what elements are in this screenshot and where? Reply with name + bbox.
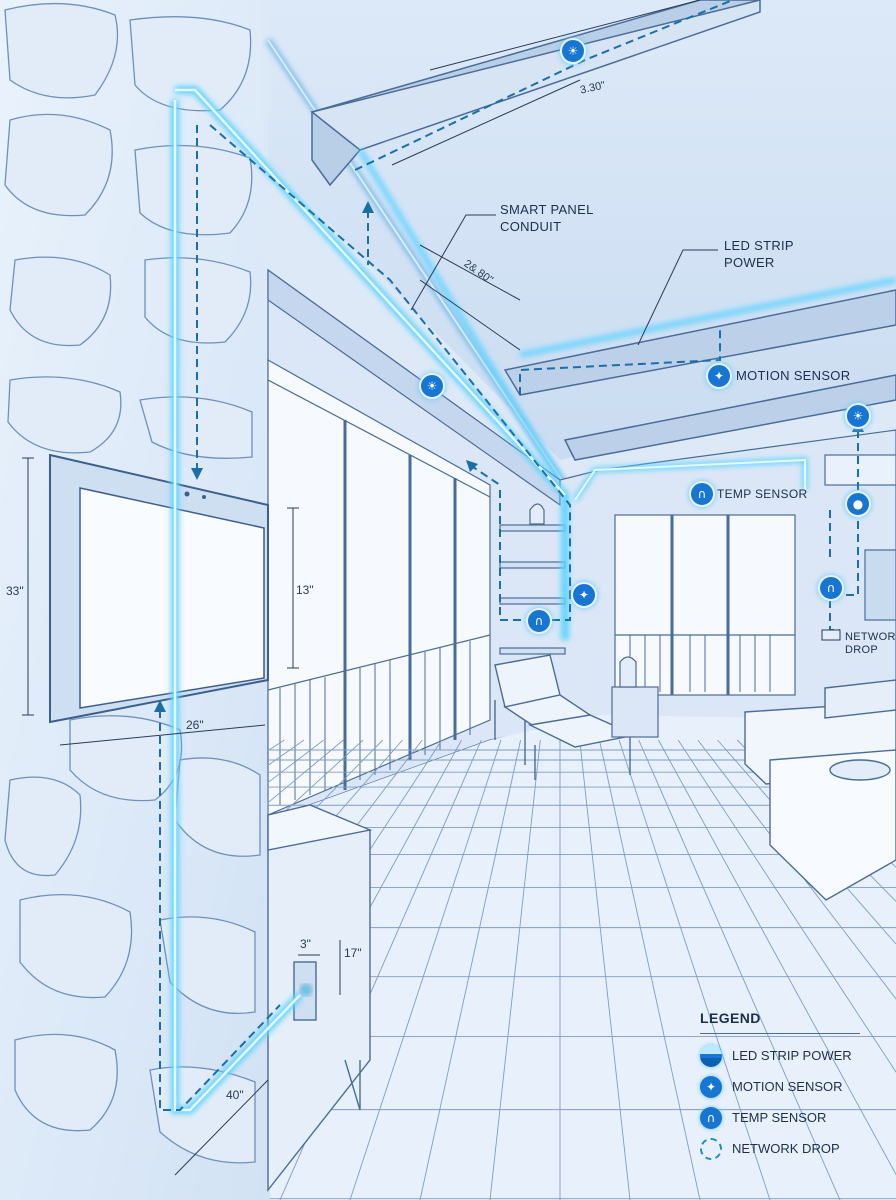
running-person-icon: ✦ — [571, 582, 597, 608]
motion-sensor-label: MOTION SENSOR — [736, 368, 851, 383]
floor-tile-line — [618, 739, 771, 1200]
legend-item-network-drop: NETWORK DROP — [700, 1133, 860, 1164]
legend-item-label: LED STRIP POWER — [732, 1048, 852, 1063]
thermometer-icon: ∩ — [689, 481, 715, 507]
stone-column — [0, 0, 270, 1200]
left-window-wall — [267, 358, 491, 816]
running-person-icon: ✦ — [700, 1075, 722, 1098]
wall-shelves — [499, 503, 566, 655]
floor-tile-line — [638, 739, 841, 1200]
dimension-panel-height: 33" — [6, 584, 24, 598]
legend-item-label: TEMP SENSOR — [732, 1110, 827, 1125]
legend-item-label: NETWORK DROP — [732, 1141, 840, 1156]
legend-item-temp-sensor: ∩ TEMP SENSOR — [700, 1102, 860, 1133]
legend: LEGEND LED STRIP POWER ✦ MOTION SENSOR ∩… — [700, 1010, 860, 1164]
led-strip-icon: ☀ — [560, 38, 586, 64]
microphone-icon: ● — [845, 491, 871, 517]
temp-sensor-label: TEMP SENSOR — [717, 487, 808, 501]
dimension-panel-width: 26" — [186, 718, 204, 732]
legend-item-motion-sensor: ✦ MOTION SENSOR — [700, 1071, 860, 1102]
floor-tile-line — [598, 739, 701, 1200]
dashed-circle-icon — [700, 1137, 722, 1160]
armchair — [494, 654, 638, 780]
network-drop-boxes — [821, 629, 841, 641]
floor-tile-line — [658, 739, 896, 1176]
network-drop-line1: NETWORK — [845, 631, 896, 643]
route-arrows — [154, 201, 864, 712]
legend-item-led-strip: LED STRIP POWER — [700, 1040, 860, 1071]
led-strip-icon — [700, 1044, 722, 1067]
legend-title: LEGEND — [700, 1010, 860, 1034]
back-window — [614, 454, 896, 696]
floor-tile-line — [677, 739, 896, 1073]
thermometer-icon: ∩ — [818, 575, 844, 601]
dimension-box-height: 17" — [344, 946, 362, 960]
dimension-box-width: 3" — [300, 937, 311, 951]
callout-leaders — [410, 0, 718, 351]
led-strip-icon: ☀ — [845, 403, 871, 429]
network-drop-line2: DROP — [845, 644, 878, 656]
floor-tile-line — [697, 739, 896, 1000]
legend-item-label: MOTION SENSOR — [732, 1079, 843, 1094]
dimension-lines — [22, 79, 581, 1176]
led-strip-power-line1: LED STRIP — [724, 238, 794, 253]
thermometer-icon: ∩ — [700, 1106, 722, 1129]
network-drop-label: NETWORK DROP — [845, 631, 896, 657]
led-strip-power-line2: POWER — [724, 255, 775, 270]
smart-panel-conduit-line1: SMART PANEL — [500, 202, 594, 217]
floor-tile-line — [419, 739, 522, 1200]
smart-panel-conduit-line2: CONDUIT — [500, 219, 562, 234]
led-strip-power-label: LED STRIP POWER — [724, 237, 794, 271]
smart-panel-conduit — [171, 86, 808, 1114]
smart-panel-conduit-label: SMART PANEL CONDUIT — [500, 201, 594, 235]
ceiling-beams — [310, 0, 896, 482]
floor-tile-line — [349, 739, 502, 1200]
coffee-table — [769, 749, 896, 901]
running-person-icon: ✦ — [706, 363, 732, 389]
thermometer-icon: ∩ — [526, 608, 552, 634]
console-cabinet — [267, 804, 373, 1193]
led-strip-icon: ☀ — [419, 373, 445, 399]
side-table — [611, 656, 659, 738]
floor-tile-line — [579, 739, 631, 1200]
floor-tile-line — [489, 739, 541, 1200]
dimension-screen-height: 13" — [296, 583, 314, 597]
dimension-floor-run: 40" — [226, 1088, 244, 1102]
